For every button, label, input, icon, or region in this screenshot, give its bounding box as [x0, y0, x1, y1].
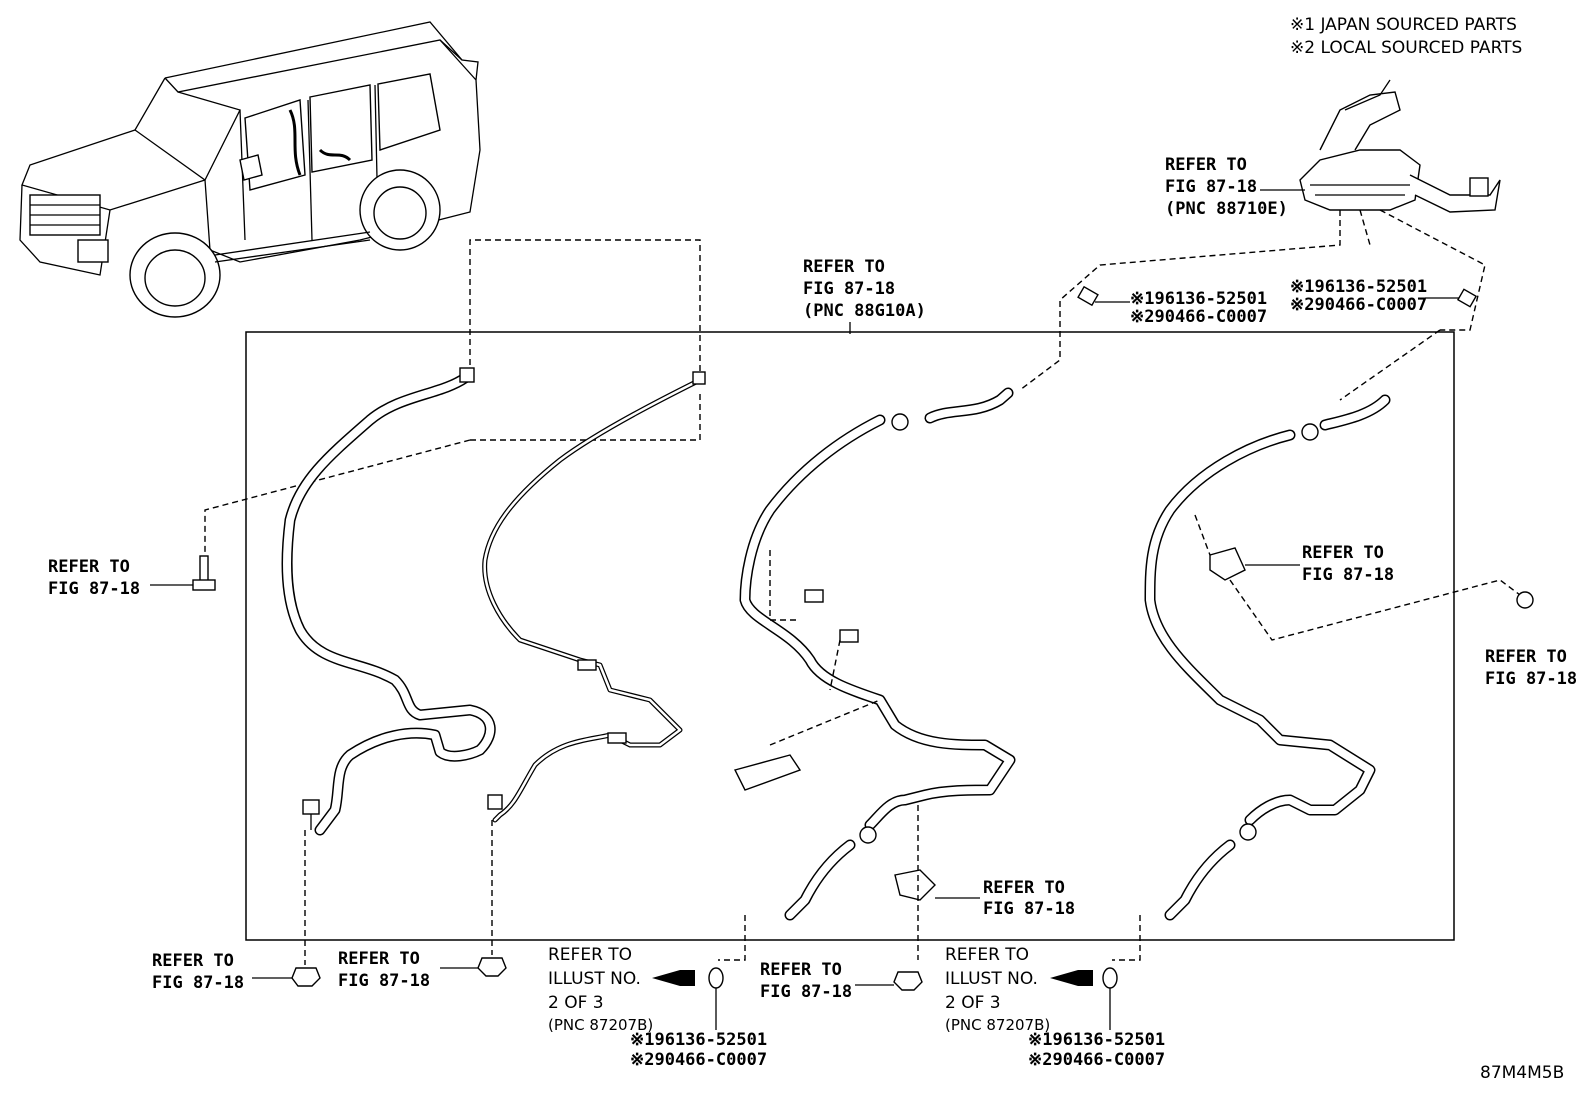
far-right-ref-line1: REFER TO — [1485, 647, 1567, 667]
hose-4-clamp-top — [1301, 423, 1319, 441]
heater-pipe-2-outline — [482, 377, 703, 823]
part-number-top-right-1: ※196136-52501 — [1290, 277, 1427, 297]
hose-clamp-bottom-mid — [708, 967, 724, 989]
heater-unit-ref-line1: REFER TO — [1165, 155, 1247, 175]
lower-clip-ref-line2: FIG 87-18 — [983, 899, 1075, 919]
nut3-ref-line1: REFER TO — [760, 960, 842, 980]
part-number-bottom-mid-1: ※196136-52501 — [630, 1030, 767, 1050]
hose-3-clamp-top — [891, 413, 909, 431]
dash-pipe-lower — [470, 390, 701, 441]
hose-clamp-top-mid — [1077, 285, 1099, 307]
center-lower-clip — [894, 869, 936, 901]
nut3-ref-line2: FIG 87-18 — [760, 982, 852, 1002]
legend-japan-sourced: ※1 JAPAN SOURCED PARTS — [1290, 15, 1517, 35]
main-frame — [245, 331, 1455, 941]
dash-valve-to-clip — [1229, 579, 1521, 641]
hose-3-clamp-bottom — [859, 826, 877, 844]
illust1-ref-line3: 2 OF 3 — [548, 993, 604, 1013]
illust2-ref-line2: ILLUST NO. — [945, 969, 1038, 989]
heater-unit-ref-line2: FIG 87-18 — [1165, 177, 1257, 197]
water-valve — [1209, 547, 1246, 581]
heater-unit-assembly — [1299, 79, 1501, 213]
nut-2 — [477, 957, 507, 977]
vehicle-illustration — [19, 21, 481, 318]
dash-heater-right — [1379, 209, 1486, 331]
nut-3 — [893, 971, 923, 991]
part-number-bottom-right-1: ※196136-52501 — [1028, 1030, 1165, 1050]
nut2-ref-line2: FIG 87-18 — [338, 971, 430, 991]
illust1-ref-line2: ILLUST NO. — [548, 969, 641, 989]
heater-hose-3 — [741, 416, 1014, 829]
arrow-illust2 — [1050, 970, 1093, 986]
valve-ref-line1: REFER TO — [1302, 543, 1384, 563]
heater-unit-ref-line3: (PNC 88710E) — [1165, 199, 1288, 219]
center-bracket — [733, 754, 802, 791]
pipe-2-top-fitting — [692, 371, 706, 385]
heater-hose-1 — [283, 374, 495, 834]
hose-3-bottom-segment — [786, 841, 854, 919]
far-right-ref-line2: FIG 87-18 — [1485, 669, 1577, 689]
bolt-fastener — [192, 555, 216, 591]
pipe-ref-line2: FIG 87-18 — [803, 279, 895, 299]
nut-1 — [291, 967, 321, 987]
nut1-ref-line1: REFER TO — [152, 951, 234, 971]
heater-hose-4 — [1146, 431, 1374, 824]
hose-4-bottom-segment — [1166, 841, 1234, 919]
hose-clamp-top-right — [1456, 288, 1478, 308]
part-number-top-mid-2: ※290466-C0007 — [1130, 307, 1267, 327]
part-number-top-right-2: ※290466-C0007 — [1290, 295, 1427, 315]
illust1-ref-line4: (PNC 87207B) — [548, 1016, 653, 1034]
hose-4-top-segment — [1321, 396, 1389, 429]
hose-4-clamp-bottom — [1239, 823, 1257, 841]
nut1-ref-line2: FIG 87-18 — [152, 973, 244, 993]
hose-clamp-bottom-right — [1102, 967, 1118, 989]
legend-local-sourced: ※2 LOCAL SOURCED PARTS — [1290, 38, 1522, 58]
arrow-illust1 — [652, 970, 695, 986]
pipe-ref-line3: (PNC 88G10A) — [803, 301, 926, 321]
dash-heater-mid — [1359, 209, 1371, 246]
hose-1-top-fitting — [459, 367, 475, 383]
nut2-ref-line1: REFER TO — [338, 949, 420, 969]
part-number-top-mid-1: ※196136-52501 — [1130, 289, 1267, 309]
illust2-ref-line1: REFER TO — [945, 945, 1029, 965]
part-number-bottom-mid-2: ※290466-C0007 — [630, 1050, 767, 1070]
illust2-ref-line3: 2 OF 3 — [945, 993, 1001, 1013]
dash-heater-to-hose2 — [1019, 210, 1341, 391]
illust2-ref-line4: (PNC 87207B) — [945, 1016, 1050, 1034]
pipe-ref-line1: REFER TO — [803, 257, 885, 277]
center-clip-2 — [839, 629, 859, 643]
dash-to-bolt — [204, 439, 471, 555]
lower-clip-ref-line1: REFER TO — [983, 878, 1065, 898]
far-right-clip — [1516, 591, 1534, 609]
diagram-code: 87M4M5B — [1480, 1063, 1564, 1083]
bolt-ref-line1: REFER TO — [48, 557, 130, 577]
part-number-bottom-right-2: ※290466-C0007 — [1028, 1050, 1165, 1070]
center-clip-1 — [804, 589, 824, 603]
illust1-ref-line1: REFER TO — [548, 945, 632, 965]
hose-3-top-segment — [926, 389, 1012, 422]
pipe-2-bottom-fitting — [487, 794, 503, 810]
dash-heater-to-hose3 — [1339, 329, 1441, 401]
heater-pipe-2 — [483, 378, 702, 822]
valve-ref-line2: FIG 87-18 — [1302, 565, 1394, 585]
bolt-ref-line2: FIG 87-18 — [48, 579, 140, 599]
heater-hose-1-outline — [281, 372, 496, 836]
dash-pipe-tops — [469, 239, 701, 375]
hose-1-bottom-fitting — [302, 799, 320, 815]
